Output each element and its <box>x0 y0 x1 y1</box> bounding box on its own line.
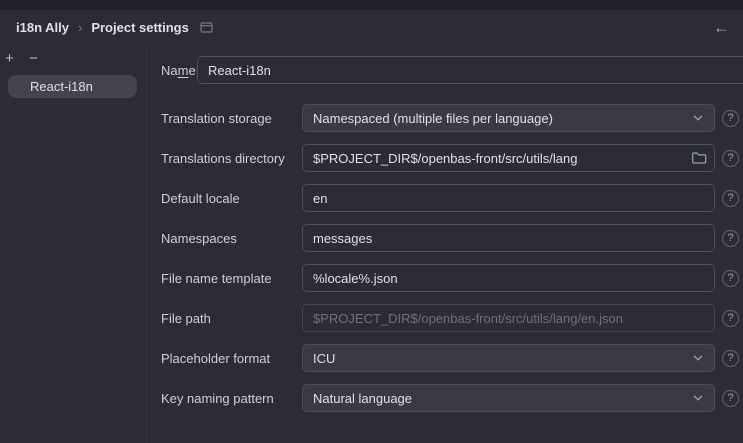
file-name-template-row: File name template ? <box>161 264 743 292</box>
translations-directory-input[interactable] <box>302 144 715 172</box>
translations-directory-field <box>302 144 715 172</box>
chevron-down-icon <box>693 115 703 121</box>
file-path-input <box>302 304 715 332</box>
name-row: Name: <box>161 56 743 84</box>
projects-sidebar: + − React-i18n <box>0 45 150 443</box>
field-label: Key naming pattern <box>161 390 274 406</box>
settings-header: i18n Ally › Project settings ← <box>0 10 743 45</box>
select-value: Namespaced (multiple files per language) <box>313 110 553 126</box>
field-label: File name template <box>161 270 272 286</box>
help-icon[interactable]: ? <box>722 229 739 247</box>
field-label: Default locale <box>161 190 240 206</box>
translation-storage-row: Translation storage Namespaced (multiple… <box>161 104 743 132</box>
select-value: Natural language <box>313 390 413 406</box>
key-naming-pattern-select[interactable]: Natural language <box>302 384 715 412</box>
chevron-down-icon <box>693 395 703 401</box>
breadcrumb-separator-icon: › <box>77 20 83 35</box>
window-top-edge <box>0 0 743 10</box>
default-locale-row: Default locale ? <box>161 184 743 212</box>
field-label: Translation storage <box>161 110 272 126</box>
field-label: Placeholder format <box>161 350 271 366</box>
remove-project-button[interactable]: − <box>29 49 38 67</box>
help-icon[interactable]: ? <box>722 189 739 207</box>
project-item-label: React-i18n <box>30 79 93 94</box>
breadcrumb-app: i18n Ally <box>16 20 69 35</box>
field-label: Namespaces <box>161 230 237 246</box>
name-input[interactable] <box>197 56 743 84</box>
field-label: File path <box>161 310 211 326</box>
chevron-down-icon <box>693 355 703 361</box>
translation-storage-select[interactable]: Namespaced (multiple files per language) <box>302 104 715 132</box>
help-icon[interactable]: ? <box>722 389 739 407</box>
default-locale-input[interactable] <box>302 184 715 212</box>
file-name-template-input[interactable] <box>302 264 715 292</box>
sidebar-toolbar: + − <box>0 45 149 71</box>
help-icon[interactable]: ? <box>722 269 739 287</box>
placeholder-format-row: Placeholder format ICU ? <box>161 344 743 372</box>
settings-body: + − React-i18n Name: Translation storage… <box>0 45 743 443</box>
namespaces-input[interactable] <box>302 224 715 252</box>
file-path-row: File path ? <box>161 304 743 332</box>
help-icon[interactable]: ? <box>722 309 739 327</box>
select-value: ICU <box>313 350 336 366</box>
key-naming-pattern-row: Key naming pattern Natural language ? <box>161 384 743 412</box>
name-label: Name: <box>161 62 200 78</box>
help-icon[interactable]: ? <box>722 149 739 167</box>
help-icon[interactable]: ? <box>722 349 739 367</box>
field-label: Translations directory <box>161 150 285 166</box>
help-icon[interactable]: ? <box>722 109 739 127</box>
folder-browse-icon[interactable] <box>691 151 707 165</box>
sidebar-item-project[interactable]: React-i18n <box>8 75 137 98</box>
breadcrumb-page-title: Project settings <box>91 20 189 35</box>
settings-form: Name: Translation storage Namespaced (mu… <box>150 45 743 443</box>
translations-directory-row: Translations directory ? <box>161 144 743 172</box>
window-icon <box>200 22 213 33</box>
add-project-button[interactable]: + <box>5 49 14 67</box>
namespaces-row: Namespaces ? <box>161 224 743 252</box>
mnemonic-underline: m <box>177 62 189 78</box>
placeholder-format-select[interactable]: ICU <box>302 344 715 372</box>
back-arrow-icon[interactable]: ← <box>713 17 730 37</box>
